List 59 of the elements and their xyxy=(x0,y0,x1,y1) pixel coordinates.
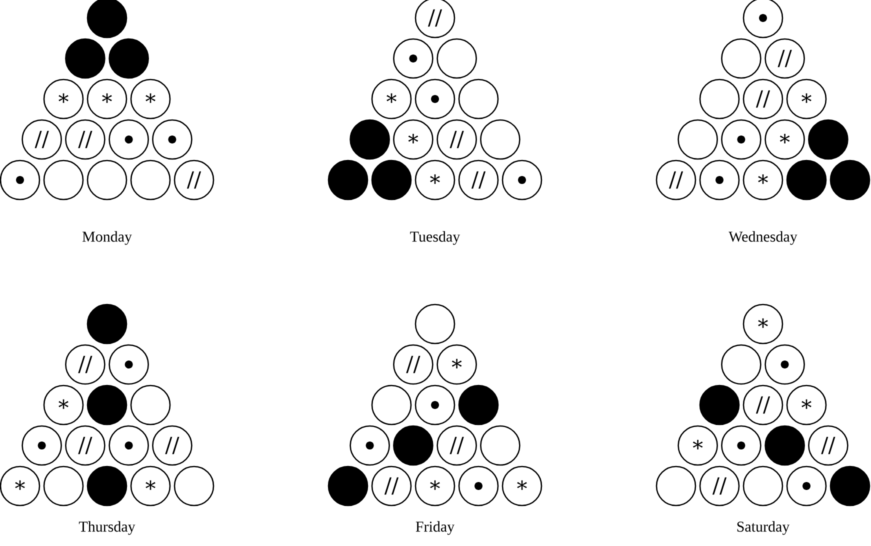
empty-circle xyxy=(721,38,762,79)
empty-circle xyxy=(480,425,520,466)
empty-circle xyxy=(436,38,477,79)
empty-circle xyxy=(371,384,412,426)
day-label: Thursday xyxy=(78,521,136,535)
empty-circle xyxy=(656,466,696,506)
dotted-circle xyxy=(786,466,827,506)
dotted-circle xyxy=(721,425,762,466)
empty-circle xyxy=(742,466,784,506)
filled-circle xyxy=(86,466,128,506)
empty-circle xyxy=(130,160,171,200)
filled-circle xyxy=(699,384,740,426)
day-label: Friday xyxy=(416,521,455,535)
empty-circle xyxy=(43,160,84,200)
filled-circle xyxy=(65,38,106,79)
filled-circle xyxy=(350,119,390,160)
empty-circle xyxy=(174,466,214,506)
dotted-circle xyxy=(742,0,784,38)
dotted-circle xyxy=(108,119,149,160)
day-label: Tuesday xyxy=(410,231,460,245)
dotted-circle xyxy=(108,344,149,385)
dotted-circle xyxy=(108,425,149,466)
filled-circle xyxy=(328,466,368,506)
dotted-circle xyxy=(152,119,192,160)
dotted-circle xyxy=(414,384,456,426)
empty-circle xyxy=(678,119,718,160)
dotted-circle xyxy=(699,160,740,200)
filled-circle xyxy=(830,466,870,506)
empty-circle xyxy=(130,384,171,426)
day-label: Monday xyxy=(82,231,132,245)
filled-circle xyxy=(86,304,128,344)
empty-circle xyxy=(721,344,762,385)
dotted-circle xyxy=(350,425,390,466)
dotted-circle xyxy=(458,466,499,506)
filled-circle xyxy=(458,384,499,426)
empty-circle xyxy=(43,466,84,506)
dotted-circle xyxy=(393,38,434,79)
dotted-circle xyxy=(502,160,542,200)
filled-circle xyxy=(86,384,128,426)
filled-circle xyxy=(393,425,434,466)
dotted-circle xyxy=(414,78,456,120)
empty-circle xyxy=(414,304,456,344)
filled-circle xyxy=(764,425,805,466)
dotted-circle xyxy=(22,425,62,466)
dotted-circle xyxy=(764,344,805,385)
filled-circle xyxy=(786,160,827,200)
day-label: Wednesday xyxy=(728,231,798,245)
dotted-circle xyxy=(721,119,762,160)
filled-circle xyxy=(328,160,368,200)
filled-circle xyxy=(108,38,149,79)
day-label: Saturday xyxy=(737,521,790,535)
filled-circle xyxy=(808,119,848,160)
empty-circle xyxy=(480,119,520,160)
filled-circle xyxy=(371,160,412,200)
filled-circle xyxy=(830,160,870,200)
dotted-circle xyxy=(0,160,40,200)
empty-circle xyxy=(86,160,128,200)
empty-circle xyxy=(699,78,740,120)
empty-circle xyxy=(458,78,499,120)
